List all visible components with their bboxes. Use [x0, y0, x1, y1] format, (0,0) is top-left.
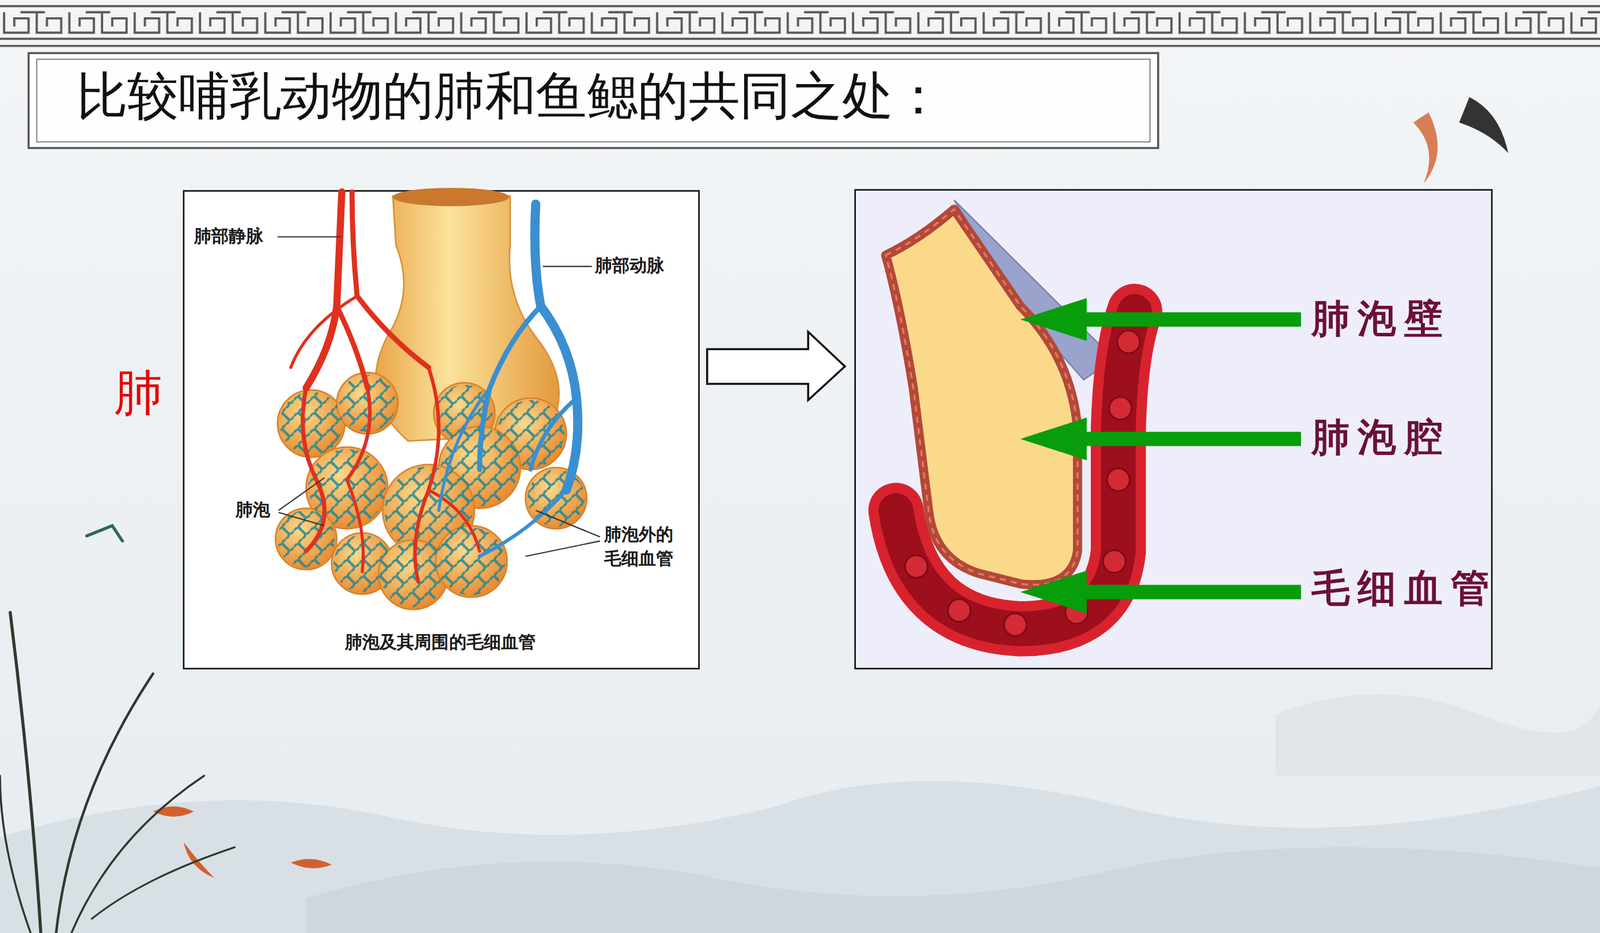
lung-alveoli-illustration-part	[275, 372, 587, 610]
lung-alveoli-illustration-part-part	[535, 203, 579, 490]
lung-alveoli-illustration-part	[438, 203, 578, 556]
leader-lines-part	[278, 477, 325, 511]
lattice-border-part	[0, 44, 1600, 48]
lung-alveoli-illustration-part-part	[346, 388, 370, 481]
leader-lines-part	[277, 236, 341, 238]
lung-alveoli-illustration-part-part	[530, 397, 577, 470]
decoration-fish-part	[290, 858, 332, 868]
alveolus-section-illustration-part-part	[904, 555, 928, 578]
green-pointer-arrows	[1020, 298, 1302, 614]
leader-lines-part	[535, 510, 601, 537]
lung-alveoli-illustration-part-part	[351, 191, 429, 368]
lung-alveoli-illustration-part-part	[277, 389, 345, 458]
lung-alveoli-illustration-part	[290, 191, 480, 582]
decoration-reeds-part	[71, 775, 204, 933]
decoration-fish-part	[1459, 96, 1509, 153]
lung-alveoli-illustration-part	[392, 187, 510, 207]
lung-alveoli-illustration-part-part	[277, 510, 335, 568]
alveolus-section-illustration	[885, 199, 1140, 636]
lung-alveoli-illustration-part-part	[414, 367, 439, 582]
part-label: 肺部静脉	[194, 225, 264, 248]
lung-alveoli-illustration-part-part	[302, 388, 325, 552]
lung-alveoli-illustration-part	[277, 374, 585, 608]
part-label: 肺泡	[235, 499, 271, 522]
decoration-fish-part	[1413, 112, 1438, 184]
lung-alveoli-illustration-part-part	[428, 490, 480, 552]
slide-title: 比较哺乳动物的肺和鱼鳃的共同之处：	[76, 65, 944, 127]
alveolus-section-illustration-part-part	[1003, 613, 1027, 636]
background-part	[306, 847, 1600, 933]
title-frame-part	[28, 52, 1159, 149]
alveolus-section-illustration-part	[885, 209, 1078, 585]
title-frame	[28, 52, 1159, 149]
alveolus-section-illustration-part-part	[1117, 330, 1140, 354]
lattice-border-part	[0, 0, 1600, 45]
alveolus-section-illustration-part-part	[1102, 550, 1126, 573]
leader-lines-part	[278, 512, 325, 526]
alveolus-section-illustration-part-part	[1109, 396, 1132, 420]
lung-alveoli-illustration-part-part	[438, 388, 491, 511]
decoration-reeds-part	[55, 673, 153, 933]
organ-label: 肺	[114, 361, 163, 423]
background-part	[0, 780, 1600, 933]
lung-alveoli-illustration-part-part	[346, 479, 363, 572]
green-pointer-arrows-part	[1020, 570, 1302, 614]
lung-alveoli-illustration-part-part	[279, 392, 343, 456]
decoration-reeds-part	[86, 525, 123, 542]
alveolus-section-illustration-part-part	[948, 598, 971, 622]
green-pointer-arrows-part	[1020, 298, 1302, 341]
green-pointer-arrows-part	[1020, 417, 1302, 461]
lung-alveoli-illustration-part-part	[437, 527, 506, 595]
left-figure-frame-part	[183, 190, 700, 669]
part-label: 肺泡腔	[1311, 412, 1451, 461]
alveolus-section-illustration-part	[885, 209, 1078, 585]
leader-lines	[277, 236, 601, 557]
hollow-arrow	[707, 331, 845, 401]
leader-lines-part	[525, 540, 600, 557]
part-label: 肺部动脉	[594, 255, 665, 278]
lung-alveoli-illustration	[275, 187, 600, 610]
background-part	[1275, 694, 1600, 776]
title-frame-part	[36, 59, 1151, 143]
decoration-fish	[153, 96, 1509, 878]
alveolus-section-illustration-part-part	[1106, 468, 1130, 492]
decoration-reeds-part	[91, 847, 235, 919]
lung-alveoli-illustration-part-part	[290, 296, 358, 368]
lung-alveoli-illustration-part-part	[336, 306, 368, 389]
hollow-arrow-part	[707, 331, 845, 401]
lung-alveoli-illustration-part-part	[479, 490, 567, 557]
lung-alveoli-illustration-part-part	[306, 191, 343, 388]
part-label: 毛细血管	[1311, 563, 1498, 612]
leader-lines-part	[543, 266, 593, 268]
left-figure-frame	[183, 190, 700, 669]
part-label: 肺泡外的 毛细血管	[604, 522, 685, 571]
lattice-border	[0, 0, 1600, 47]
figure-caption: 肺泡及其周围的毛细血管	[344, 631, 536, 654]
decoration-reeds-part	[0, 775, 31, 933]
part-label: 肺泡壁	[1311, 293, 1451, 343]
